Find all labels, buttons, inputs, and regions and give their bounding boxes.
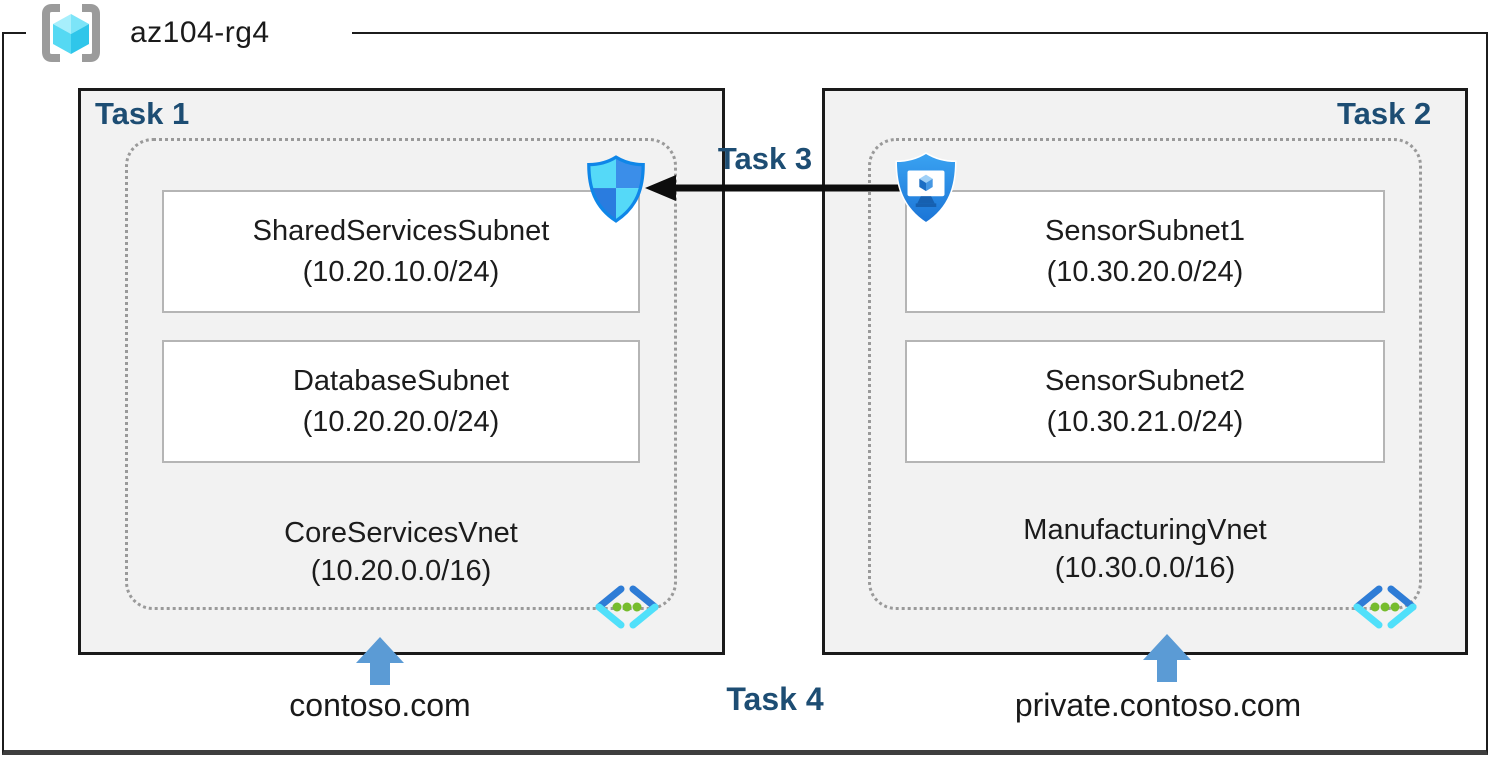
resource-group-boundary [2, 32, 1488, 755]
subnet-name: DatabaseSubnet [292, 365, 510, 398]
network-security-group-icon [587, 155, 645, 223]
vnet-cidr: (10.30.0.0/16) [1054, 551, 1236, 584]
subnet-name: SharedServicesSubnet [252, 215, 550, 248]
task2-label: Task 2 [1337, 96, 1432, 131]
shared-services-subnet-box: SharedServicesSubnet (10.20.10.0/24) [162, 190, 640, 313]
task3-arrow [645, 175, 902, 201]
vnet-name: ManufacturingVnet [1023, 514, 1267, 546]
sensor-subnet2-box: SensorSubnet2 (10.30.21.0/24) [905, 340, 1385, 463]
subnet-name: SensorSubnet2 [1045, 365, 1245, 398]
database-subnet-box: DatabaseSubnet (10.20.20.0/24) [162, 340, 640, 463]
sensor-subnet1-box: SensorSubnet1 (10.30.20.0/24) [905, 190, 1385, 313]
vnet-name: CoreServicesVnet [284, 517, 518, 549]
resource-group-name: az104-rg4 [130, 16, 270, 49]
subnet-cidr: (10.30.21.0/24) [1046, 405, 1244, 438]
bastion-icon [895, 152, 957, 224]
dns-zone-label-left: contoso.com [289, 687, 471, 723]
task4-label: Task 4 [726, 681, 824, 717]
vnet-cidr: (10.20.0.0/16) [310, 554, 492, 587]
core-services-vnet-boundary [125, 138, 677, 610]
manufacturing-vnet-label: ManufacturingVnet (10.30.0.0/16) [868, 512, 1422, 587]
dns-zone-arrow-icon [1143, 634, 1191, 682]
dns-zone-arrow-icon [356, 637, 404, 685]
task1-label: Task 1 [95, 96, 190, 131]
task3-label: Task 3 [717, 141, 813, 176]
virtual-network-icon [595, 585, 659, 629]
frame-label-gap [26, 29, 352, 38]
core-services-vnet-label: CoreServicesVnet (10.20.0.0/16) [125, 515, 677, 590]
subnet-cidr: (10.20.20.0/24) [302, 405, 500, 438]
virtual-network-icon [1353, 585, 1417, 629]
subnet-name: SensorSubnet1 [1045, 215, 1245, 248]
resource-group-icon [42, 3, 100, 62]
dns-zone-label-right: private.contoso.com [1014, 687, 1302, 723]
subnet-cidr: (10.30.20.0/24) [1046, 255, 1244, 288]
subnet-cidr: (10.20.10.0/24) [302, 255, 500, 288]
manufacturing-vnet-boundary [868, 138, 1422, 610]
